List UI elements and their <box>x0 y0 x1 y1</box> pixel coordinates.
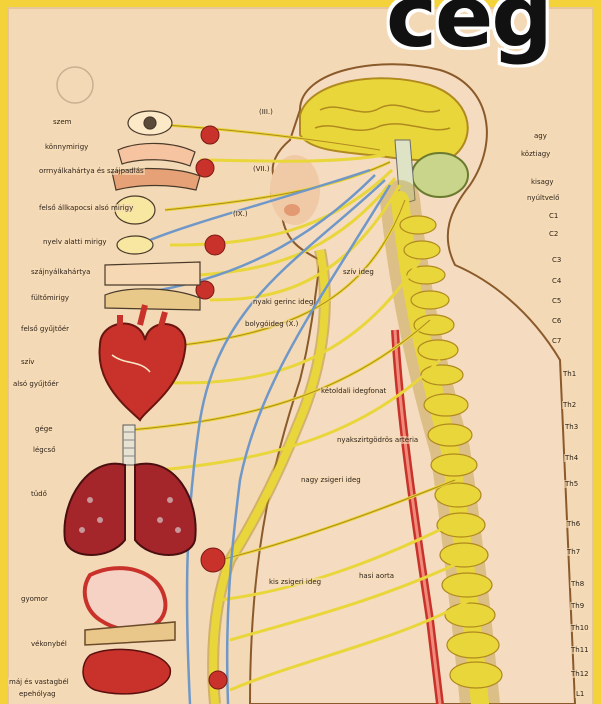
label-l1: L1 <box>575 690 585 698</box>
headline-text: ceg <box>386 0 551 60</box>
label-orrnyalkahartya: orrnyálkahártya és szájpadlás <box>38 167 145 175</box>
label-th10: Th10 <box>570 624 590 632</box>
label-cn-iii: (III.) <box>258 108 274 116</box>
label-agy: agy <box>533 132 548 140</box>
label-tudo: tüdő <box>30 490 48 498</box>
label-nagy-zsigeri: nagy zsigeri ideg <box>300 476 362 484</box>
label-kis-zsigeri: kis zsigeri ideg <box>268 578 322 586</box>
label-also-gyujtoer: alsó gyűjtőér <box>12 380 60 388</box>
label-th12: Th12 <box>570 670 590 678</box>
label-felso-gyujtoer: felső gyűjtőér <box>20 325 70 333</box>
label-sziv: szív <box>20 358 35 366</box>
label-cn-ix: (IX.) <box>232 210 249 218</box>
label-c6: C6 <box>551 317 562 325</box>
label-gege: gége <box>34 425 54 433</box>
label-c5: C5 <box>551 297 562 305</box>
label-th2: Th2 <box>562 401 577 409</box>
label-hasi-aorta: hasi aorta <box>358 572 395 580</box>
label-sziv-ideg: szív ideg <box>342 268 375 276</box>
label-gyomor: gyomor <box>20 595 49 603</box>
label-also-mirigy: felső állkapocsi alsó mirigy <box>38 204 134 212</box>
label-nyultvelo: nyúltvelő <box>526 194 560 202</box>
label-c4: C4 <box>551 277 562 285</box>
label-szem: szem <box>52 118 72 126</box>
label-epeholyag: epehólyag <box>18 690 57 698</box>
label-idegfonat: kétoldali idegfonat <box>320 387 387 395</box>
label-arteria: nyakszirtgödrös artéria <box>336 436 419 444</box>
label-szajnyalkahartya: szájnyálkahártya <box>30 268 91 276</box>
label-th8: Th8 <box>570 580 585 588</box>
label-c7: C7 <box>551 337 562 345</box>
label-c2: C2 <box>548 230 559 238</box>
label-maj: máj és vastagbél <box>8 678 70 686</box>
label-th1: Th1 <box>562 370 577 378</box>
label-c1: C1 <box>548 212 559 220</box>
label-nyelv-alatti: nyelv alatti mirigy <box>42 238 108 246</box>
label-fultomirigy: fültőmirigy <box>30 294 70 302</box>
label-bolygoideg: bolygóideg (X.) <box>244 320 299 328</box>
label-cn-vii: (VII.) <box>252 165 271 173</box>
label-kisagy: kisagy <box>530 178 555 186</box>
label-c3: C3 <box>551 256 562 264</box>
label-vekonybel: vékonybél <box>30 640 68 648</box>
label-th11: Th11 <box>570 646 590 654</box>
label-th3: Th3 <box>564 423 579 431</box>
label-legcso: légcső <box>32 446 56 454</box>
label-konnymirigy: könnymirigy <box>44 143 89 151</box>
label-th5: Th5 <box>564 480 579 488</box>
label-th4: Th4 <box>564 454 579 462</box>
label-th6: Th6 <box>566 520 581 528</box>
label-nyaki-gerinc: nyaki gerinc ideg <box>252 298 314 306</box>
label-koztiagy: köztiagy <box>520 150 551 158</box>
label-th9: Th9 <box>570 602 585 610</box>
label-th7: Th7 <box>566 548 581 556</box>
